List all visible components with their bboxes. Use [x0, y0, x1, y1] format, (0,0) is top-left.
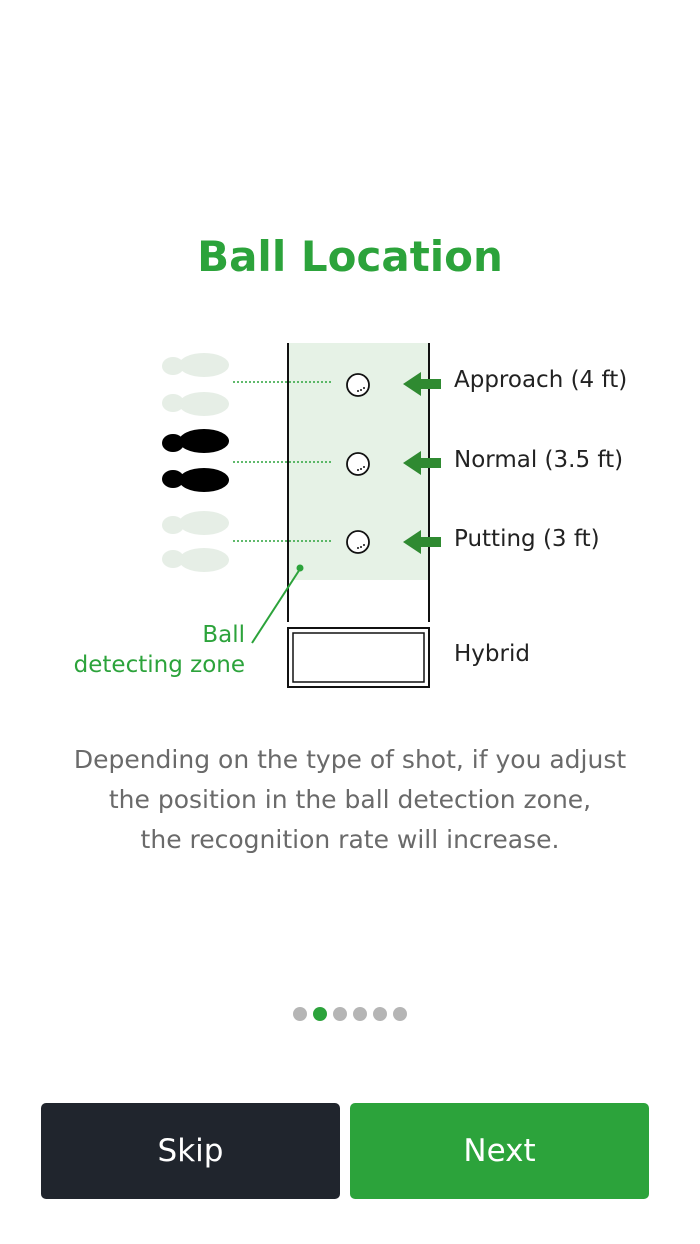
page-dot-2-active[interactable]	[313, 1007, 327, 1021]
page-dot-1[interactable]	[293, 1007, 307, 1021]
golf-ball-putting-icon	[346, 530, 370, 554]
ball-location-diagram: Approach (4 ft) Normal (3.5 ft) Putting …	[0, 330, 700, 700]
next-button[interactable]: Next	[350, 1103, 649, 1199]
zone-label-line2: detecting zone	[73, 652, 245, 678]
label-putting: Putting (3 ft)	[454, 526, 600, 552]
page-dot-5[interactable]	[373, 1007, 387, 1021]
footprints-approach	[162, 353, 229, 416]
description-text: Depending on the type of shot, if you ad…	[0, 740, 700, 860]
arrow-left-icon-normal	[403, 451, 441, 475]
zone-pointer-line	[251, 568, 301, 644]
arrow-left-icon-approach	[403, 372, 441, 396]
golf-ball-normal-icon	[346, 452, 370, 476]
footprints-normal	[162, 429, 229, 492]
arrow-left-icon-putting	[403, 530, 441, 554]
footprints-putting	[162, 511, 229, 572]
label-normal: Normal (3.5 ft)	[454, 447, 624, 473]
label-hybrid: Hybrid	[454, 641, 530, 667]
description-line-2: the position in the ball detection zone,	[108, 785, 592, 814]
golf-ball-approach-icon	[346, 373, 370, 397]
page-dot-6[interactable]	[393, 1007, 407, 1021]
ball-detecting-zone-label: Ball detecting zone	[74, 620, 245, 680]
skip-button[interactable]: Skip	[41, 1103, 340, 1199]
description-line-1: Depending on the type of shot, if you ad…	[73, 745, 627, 774]
label-approach: Approach (4 ft)	[454, 367, 628, 393]
zone-pointer-dot	[296, 564, 304, 572]
description-line-3: the recognition rate will increase.	[140, 825, 560, 854]
page-dot-3[interactable]	[333, 1007, 347, 1021]
pagination-dots	[0, 1007, 700, 1021]
hybrid-box-outer	[287, 627, 430, 688]
page-title: Ball Location	[197, 232, 503, 281]
zone-label-line1: Ball	[202, 622, 245, 648]
diagram-graphic	[162, 343, 441, 688]
hybrid-box-inner	[292, 632, 425, 683]
page-dot-4[interactable]	[353, 1007, 367, 1021]
